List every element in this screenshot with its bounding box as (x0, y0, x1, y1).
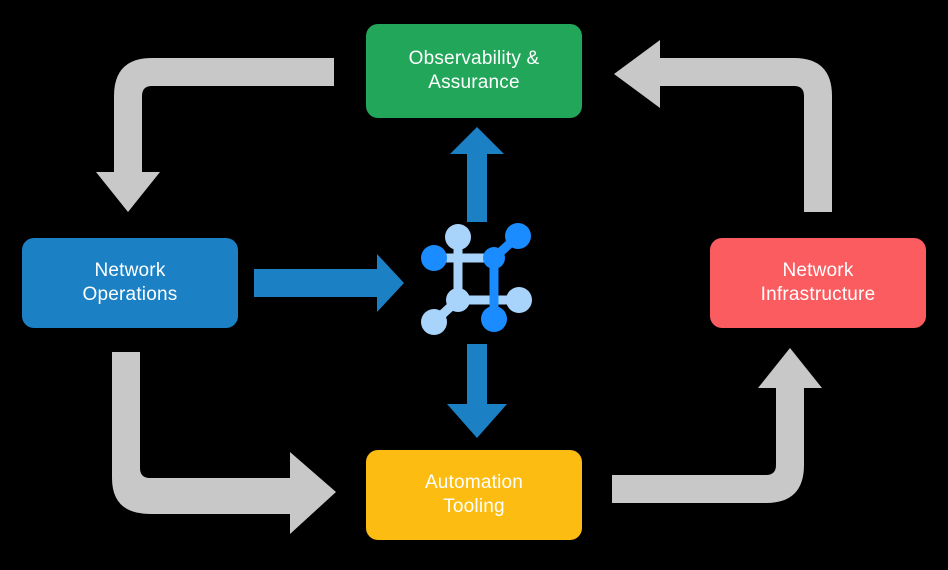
arrow-center-to-observability (450, 127, 504, 222)
node-bottom-right (506, 287, 532, 313)
node-left (421, 245, 447, 271)
node-label-operations: Network Operations (82, 259, 178, 305)
arrow-automation-to-infrastructure (612, 348, 822, 503)
node-top-mid (445, 224, 471, 250)
node-box-observability[interactable]: Observability & Assurance (366, 24, 582, 118)
node-bottom-center (481, 306, 507, 332)
arrow-observability-to-operations (96, 58, 334, 212)
node-box-operations[interactable]: Network Operations (22, 238, 238, 328)
network-topology-icon (421, 223, 532, 335)
arrow-operations-to-center (254, 254, 404, 312)
arrow-infrastructure-to-observability (614, 40, 832, 212)
arrow-operations-to-automation (112, 352, 336, 534)
node-label-infrastructure: Network Infrastructure (760, 259, 876, 305)
node-center-hub (483, 247, 505, 269)
node-label-observability: Observability & Assurance (408, 47, 540, 93)
node-box-infrastructure[interactable]: Network Infrastructure (710, 238, 926, 328)
topology-edges (430, 232, 522, 326)
topology-nodes (421, 223, 532, 335)
node-bottom-mid (446, 288, 470, 312)
node-bottom-left (421, 309, 447, 335)
node-label-automation: Automation Tooling (424, 471, 524, 517)
node-box-automation[interactable]: Automation Tooling (366, 450, 582, 540)
node-top-right (505, 223, 531, 249)
arrow-center-to-automation (447, 344, 507, 438)
